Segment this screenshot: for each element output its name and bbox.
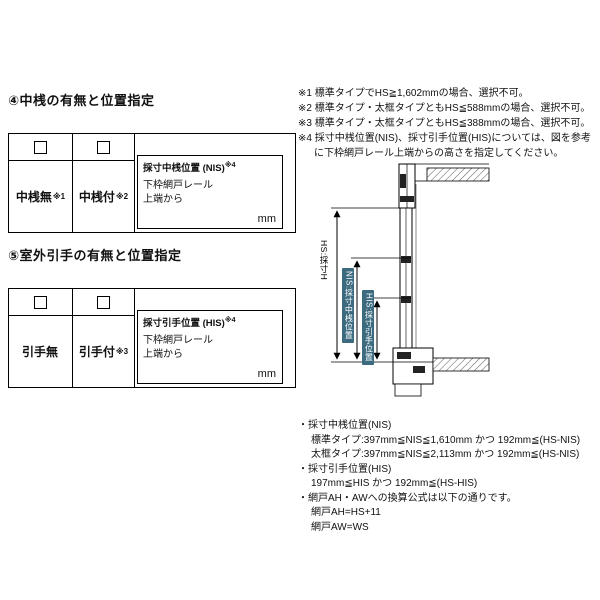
mid-rail-with-footnote-ref: ※2 — [115, 192, 129, 201]
pull-handle-with-column: 引手付※3 — [73, 289, 135, 387]
nis-box-desc-1: 下枠網戸レール — [143, 180, 213, 191]
pull-handle-none-checkbox[interactable] — [34, 295, 47, 309]
section-title-pull-handle: ⑤室外引手の有無と位置指定 — [8, 248, 182, 263]
nis-box-footnote-ref: ※4 — [224, 161, 236, 169]
mid-rail-with-text: 中桟付 — [78, 190, 115, 204]
section-title-mid-rail: ④中桟の有無と位置指定 — [8, 93, 155, 108]
nis-box-title-text: 採寸中桟位置 (NIS) — [143, 163, 225, 174]
his-note-heading: ・採寸引手位置(HIS) — [298, 463, 392, 475]
footnote-1: ※1 標準タイプでHS≧1,602mmの場合、選択不可。 — [298, 88, 529, 99]
mid-rail-with-checkbox[interactable] — [97, 140, 110, 154]
pull-handle-position-column: 採寸引手位置 (HIS)※4 下枠網戸レール 上端から mm — [135, 289, 295, 387]
pull-handle-none-text: 引手無 — [21, 345, 58, 359]
footnote-3: ※3 標準タイプ・太框タイプともHS≦388mmの場合、選択不可。 — [298, 118, 591, 129]
his-box-title-text: 採寸引手位置 (HIS) — [143, 318, 225, 329]
mid-rail-option-table: 中桟無※1 中桟付※2 採寸中桟位置 (NIS)※4 下枠網戸レール 上端から … — [8, 133, 296, 233]
pull-handle-none-checkbox-cell — [9, 289, 72, 316]
mid-rail-with-column: 中桟付※2 — [73, 134, 135, 232]
dimension-notes: ・採寸中桟位置(NIS) 標準タイプ:397mm≦NIS≦1,610mm かつ … — [298, 419, 596, 535]
mid-rail-with-checkbox-cell — [73, 134, 134, 161]
formula-heading: ・網戸AH・AWへの換算公式は以下の通りです。 — [298, 492, 517, 504]
mid-rail-none-text: 中桟無 — [15, 190, 52, 204]
his-position-box: 採寸引手位置 (HIS)※4 下枠網戸レール 上端から mm — [137, 310, 283, 384]
pull-handle-with-checkbox[interactable] — [97, 295, 110, 309]
his-range: 197mm≦HIS かつ 192mm≦(HS-HIS) — [311, 478, 478, 489]
his-dimension-label: HIS:採寸引手位置 — [362, 290, 375, 365]
his-unit-label: mm — [257, 368, 276, 380]
nis-standard-range: 標準タイプ:397mm≦NIS≦1,610mm かつ 192mm≦(HS-NIS… — [311, 434, 581, 446]
window-cross-section-svg — [331, 163, 490, 397]
mid-rail-none-footnote-ref: ※1 — [52, 192, 66, 201]
pull-handle-none-column: 引手無 — [9, 289, 73, 387]
nis-unit-label: mm — [257, 213, 276, 225]
nis-dimension-label: NIS:採寸中桟位置 — [342, 268, 355, 343]
mid-rail-none-column: 中桟無※1 — [9, 134, 73, 232]
nis-note-heading: ・採寸中桟位置(NIS) — [298, 420, 392, 431]
his-box-title: 採寸引手位置 (HIS)※4 — [143, 315, 277, 329]
mid-rail-position-column: 採寸中桟位置 (NIS)※4 下枠網戸レール 上端から mm — [135, 134, 295, 232]
mid-rail-none-checkbox[interactable] — [34, 140, 47, 154]
nis-value-field[interactable]: mm — [258, 213, 276, 225]
formula-aw: 網戸AW=WS — [311, 521, 369, 533]
his-value-field[interactable]: mm — [258, 368, 276, 380]
footnote-2: ※2 標準タイプ・太框タイプともHS≦588mmの場合、選択不可。 — [298, 103, 591, 114]
nis-box-desc-2: 上端から — [143, 194, 183, 205]
pull-handle-with-label: 引手付※3 — [73, 316, 134, 387]
his-box-footnote-ref: ※4 — [224, 316, 236, 324]
window-cross-section-diagram: HS:採寸H NIS:採寸中桟位置 HIS:採寸引手位置 — [315, 162, 493, 414]
footnotes: ※1 標準タイプでHS≧1,602mmの場合、選択不可。 ※2 標準タイプ・太框… — [298, 86, 596, 161]
nis-box-title: 採寸中桟位置 (NIS)※4 — [143, 160, 277, 174]
nis-position-box: 採寸中桟位置 (NIS)※4 下枠網戸レール 上端から mm — [137, 155, 283, 229]
mid-rail-none-label: 中桟無※1 — [9, 161, 72, 232]
pull-handle-none-label: 引手無 — [9, 316, 72, 387]
pull-handle-option-table: 引手無 引手付※3 採寸引手位置 (HIS)※4 下枠網戸レール 上端から mm — [8, 288, 296, 388]
footnote-4: ※4 採寸中桟位置(NIS)、採寸引手位置(HIS)については、図を参考に下枠網… — [298, 133, 591, 159]
his-box-desc-1: 下枠網戸レール — [143, 335, 213, 346]
pull-handle-with-checkbox-cell — [73, 289, 134, 316]
nis-wide-range: 太框タイプ:397mm≦NIS≦2,113mm かつ 192mm≦(HS-NIS… — [311, 449, 580, 460]
pull-handle-with-footnote-ref: ※3 — [115, 347, 129, 356]
hs-dimension-label: HS:採寸H — [319, 240, 330, 281]
mid-rail-with-label: 中桟付※2 — [73, 161, 134, 232]
his-box-desc-2: 上端から — [143, 349, 183, 360]
mid-rail-none-checkbox-cell — [9, 134, 72, 161]
formula-ah: 網戸AH=HS+11 — [311, 507, 381, 518]
pull-handle-with-text: 引手付 — [78, 345, 115, 359]
